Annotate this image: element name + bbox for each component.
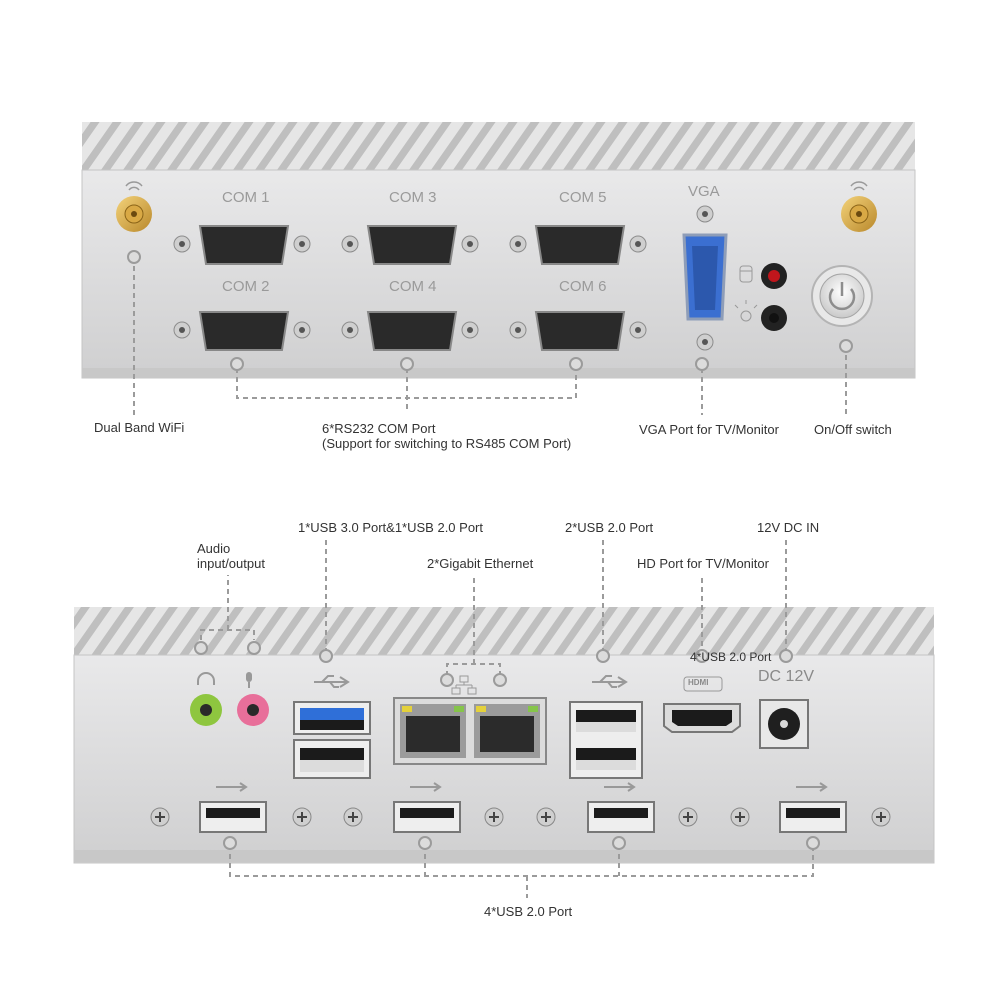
wifi-antenna-right: [841, 181, 877, 232]
com3-label: COM 3: [389, 189, 437, 206]
hdmi-caption: HD Port for TV/Monitor: [637, 556, 769, 571]
hdd-icon: [739, 265, 753, 283]
usb20-pair-ports: [569, 701, 643, 779]
microphone-icon: [246, 672, 252, 688]
top-callout-lines: [133, 266, 847, 415]
audio-in-jack: [190, 694, 222, 726]
com1-label: COM 1: [222, 189, 270, 206]
headphone-icon: [197, 672, 215, 685]
com-ports: [173, 225, 647, 351]
com5-label: COM 5: [559, 189, 607, 206]
hdmi-icon-frame: [683, 676, 723, 692]
ethernet-icon: [451, 675, 477, 695]
dc-engraved-label: DC 12V: [758, 668, 815, 685]
com2-label: COM 2: [222, 278, 270, 295]
com-caption-line1: 6*RS232 COM Port: [322, 421, 436, 436]
power-caption: On/Off switch: [814, 422, 892, 437]
front-usb-3: [587, 782, 655, 833]
usb30-caption: 1*USB 3.0 Port&1*USB 2.0 Port: [298, 520, 483, 535]
front-usb-2: [393, 782, 461, 833]
com-port-6: [509, 311, 647, 351]
usb20-overlay-caption: 4*USB 2.0 Port: [690, 650, 772, 664]
com-port-4: [341, 311, 479, 351]
top-callout-dots: [127, 250, 853, 371]
ethernet-ports: [393, 697, 547, 765]
usb-symbol-icon-2: [592, 675, 628, 688]
wifi-antenna-left: [116, 181, 152, 232]
usb30-port: [293, 701, 371, 735]
usb20-port-stack: [293, 739, 371, 779]
power-button[interactable]: [811, 265, 873, 327]
audio-out-jack: [237, 694, 269, 726]
com-port-5: [509, 225, 647, 265]
hdmi-engraved-label: HDMI: [688, 678, 709, 687]
com-port-1: [173, 225, 311, 265]
dcin-caption: 12V DC IN: [757, 520, 820, 535]
usb20-bottom-caption: 4*USB 2.0 Port: [484, 904, 573, 919]
audio-caption-line1: Audio: [197, 541, 231, 556]
power-led-icon: [734, 300, 758, 322]
com-port-2: [173, 311, 311, 351]
front-usb-1: [199, 782, 267, 833]
screws: [150, 807, 891, 827]
hdmi-port: [663, 703, 741, 733]
audio-caption-line2: input/output: [197, 556, 265, 571]
usb-symbol-icon: [314, 675, 350, 688]
com-port-3: [341, 225, 479, 265]
usb20-pair-caption: 2*USB 2.0 Port: [565, 520, 654, 535]
bottom-callout-lines: [200, 540, 814, 898]
front-usb-4: [779, 782, 847, 833]
com4-label: COM 4: [389, 278, 437, 295]
status-leds: [734, 263, 787, 331]
dc-jack: [759, 699, 809, 749]
vga-port: [682, 205, 728, 351]
front-usb-row: [150, 782, 891, 833]
com6-label: COM 6: [559, 278, 607, 295]
vga-label: VGA: [688, 183, 720, 200]
ethernet-caption: 2*Gigabit Ethernet: [427, 556, 534, 571]
bottom-callout-dots: [194, 641, 820, 850]
wifi-caption: Dual Band WiFi: [94, 420, 185, 435]
vga-caption: VGA Port for TV/Monitor: [639, 422, 779, 437]
com-caption-line2: (Support for switching to RS485 COM Port…: [322, 436, 572, 451]
